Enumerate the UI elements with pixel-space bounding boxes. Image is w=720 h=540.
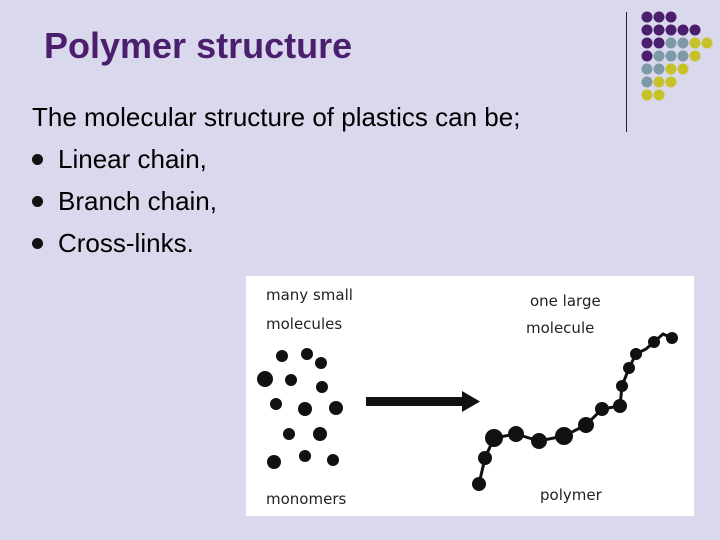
monomer-dot — [283, 428, 295, 440]
bullet-text: Cross-links. — [58, 228, 194, 258]
divider-line — [626, 12, 627, 132]
bullet-item: Linear chain, — [32, 138, 622, 180]
slide-body: The molecular structure of plastics can … — [32, 96, 622, 264]
monomer-dot — [299, 450, 311, 462]
monomer-dot — [285, 374, 297, 386]
label-molecule: molecule — [526, 319, 594, 337]
bullet-list: Linear chain, Branch chain, Cross-links. — [32, 138, 622, 264]
label-monomers: monomers — [266, 490, 346, 508]
monomer-dot — [267, 455, 281, 469]
bullet-text: Branch chain, — [58, 186, 217, 216]
label-molecules: molecules — [266, 315, 342, 333]
monomer-dot — [298, 402, 312, 416]
bullet-item: Branch chain, — [32, 180, 622, 222]
monomer-dot — [276, 350, 288, 362]
monomer-molecules — [257, 348, 343, 469]
monomer-dot — [315, 357, 327, 369]
monomer-dot — [270, 398, 282, 410]
monomer-dot — [313, 427, 327, 441]
monomer-dot — [316, 381, 328, 393]
monomer-dot — [329, 401, 343, 415]
bullet-dot-icon — [32, 238, 43, 249]
bullet-item: Cross-links. — [32, 222, 622, 264]
bullet-dot-icon — [32, 154, 43, 165]
intro-text: The molecular structure of plastics can … — [32, 102, 521, 132]
bullet-dot-icon — [32, 196, 43, 207]
slide-title: Polymer structure — [44, 25, 353, 66]
monomer-dot — [301, 348, 313, 360]
polymer-chain — [472, 332, 678, 491]
label-one-large: one large — [530, 292, 601, 310]
monomer-dot — [257, 371, 273, 387]
label-polymer: polymer — [540, 486, 603, 504]
decorative-dot-grid — [641, 11, 713, 101]
monomer-dot — [327, 454, 339, 466]
polymerization-illustration: many small molecules one large molecule … — [257, 286, 678, 508]
polymerization-diagram: many small molecules one large molecule … — [246, 276, 694, 516]
dot-grid-circles — [641, 11, 713, 101]
label-many-small: many small — [266, 286, 353, 304]
right-arrow-icon — [366, 391, 480, 412]
bullet-text: Linear chain, — [58, 144, 207, 174]
